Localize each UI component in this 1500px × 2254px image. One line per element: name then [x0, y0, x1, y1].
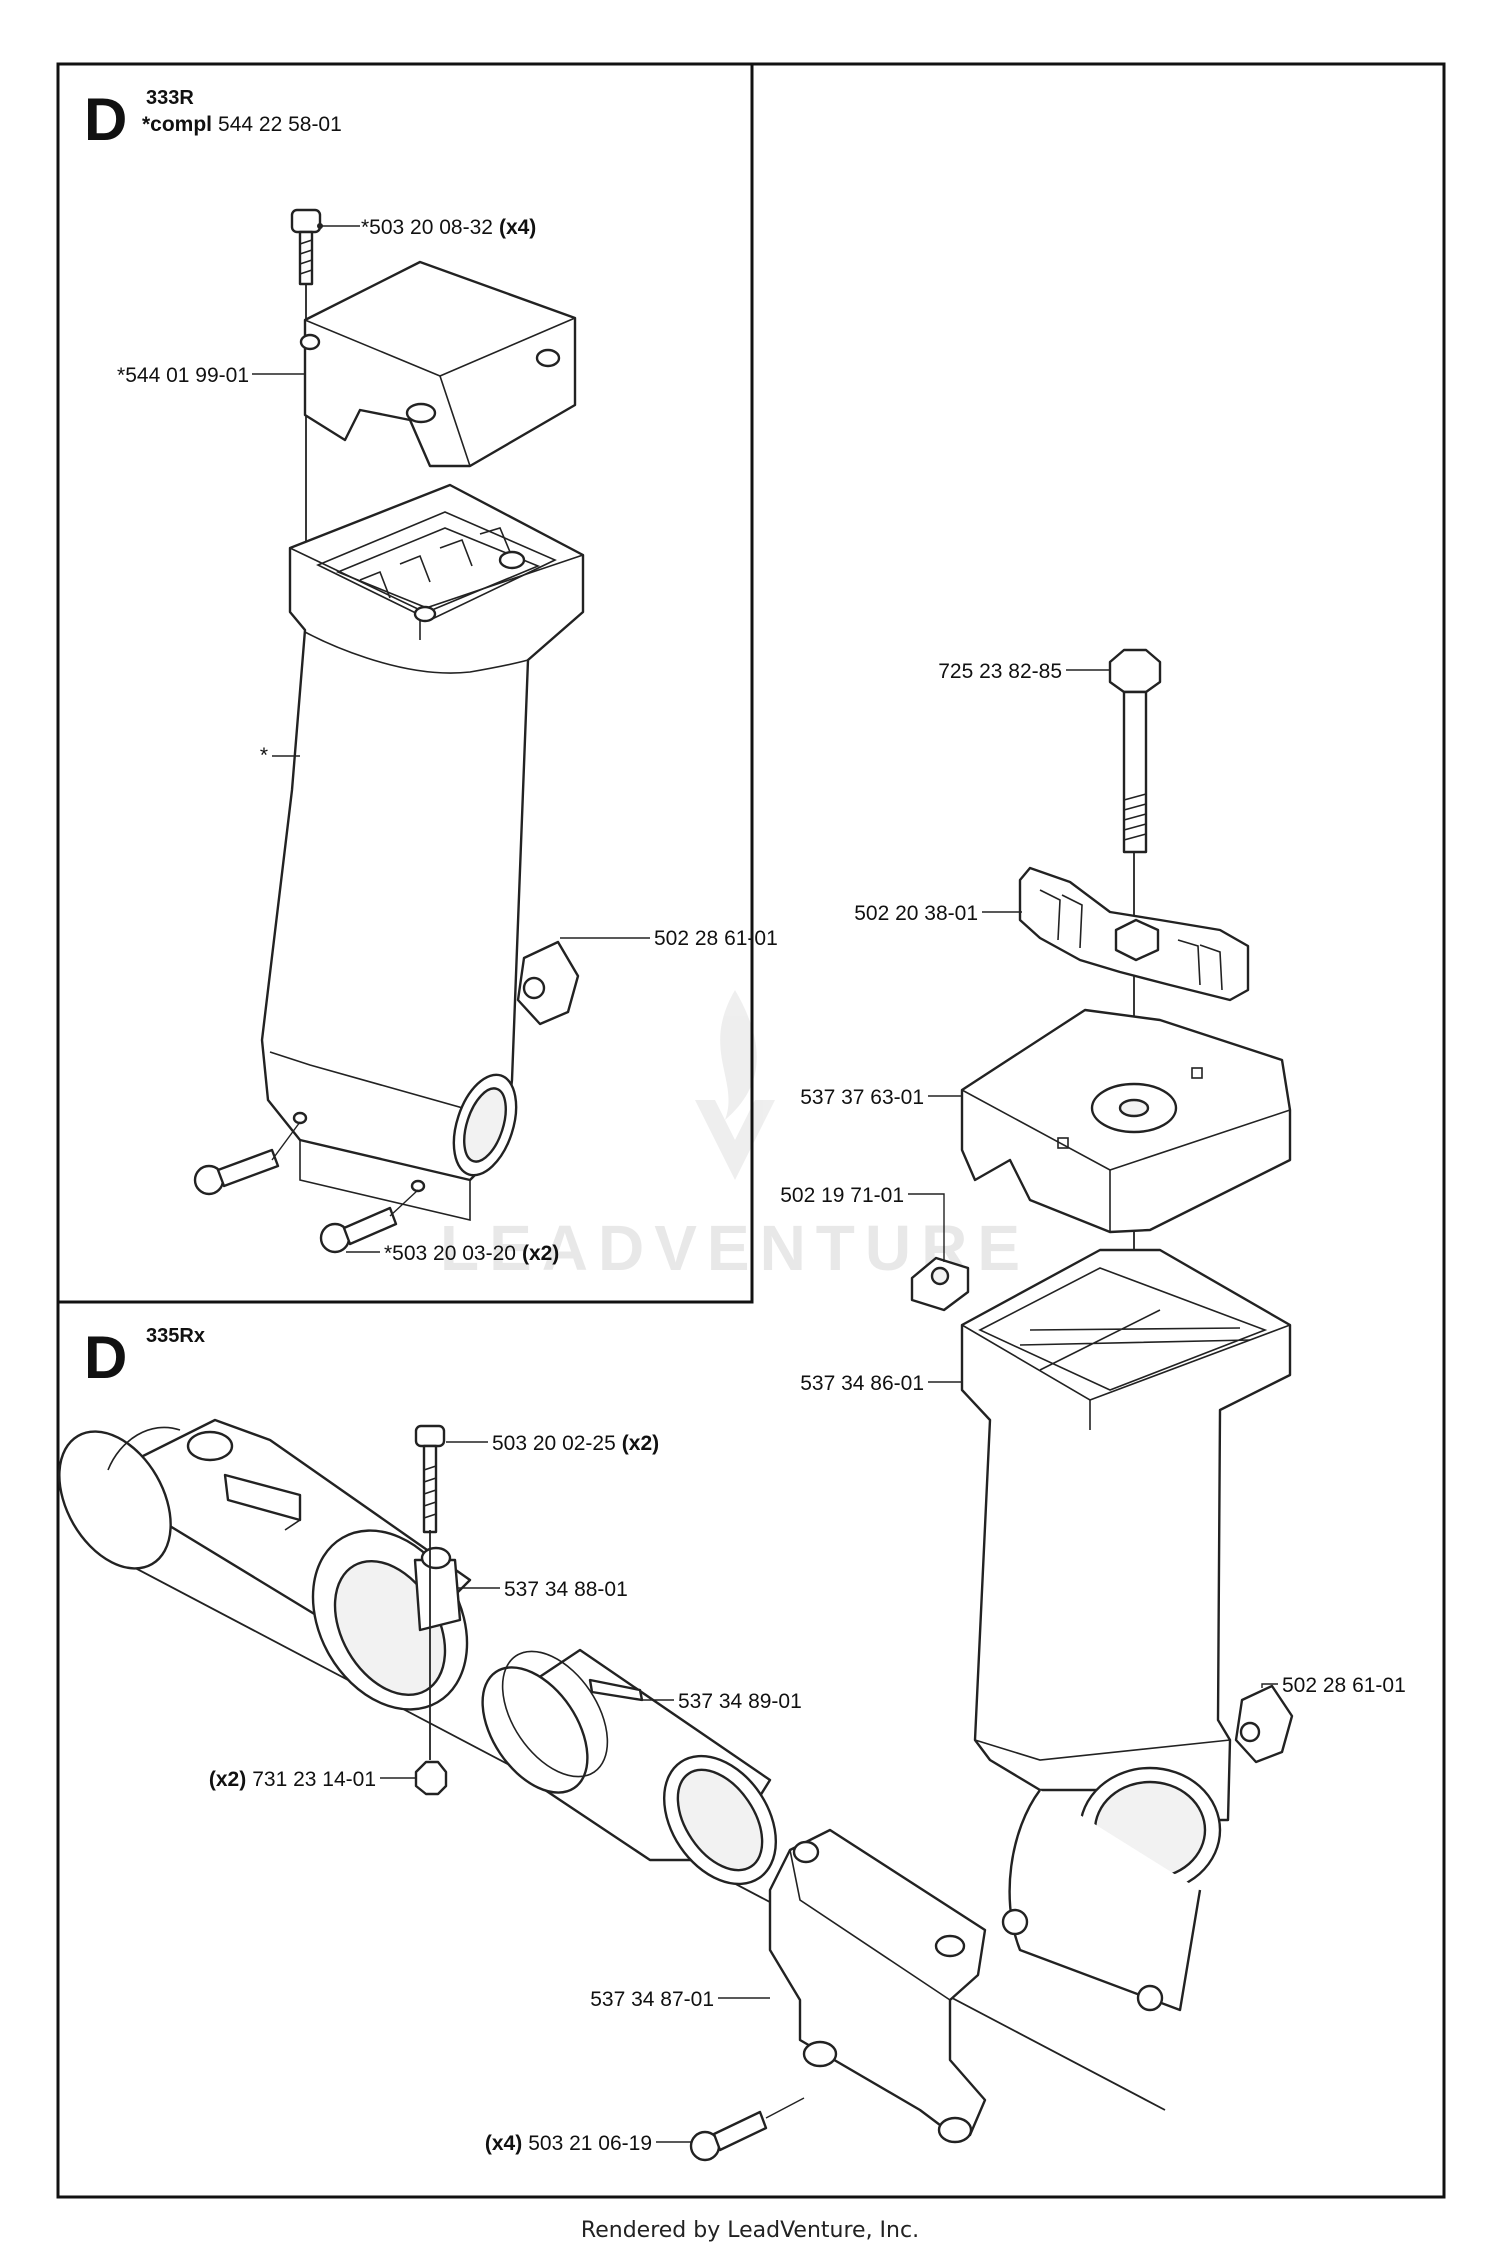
- bolt-icon: [193, 1148, 280, 1196]
- hex-nut-icon: [414, 1760, 448, 1796]
- callout-lower-clamp: 537 34 87-01: [590, 1988, 714, 2011]
- part-qty: (x2): [622, 1432, 659, 1455]
- bolt-icon: [319, 1206, 398, 1254]
- section-333-frame: [58, 64, 754, 1304]
- callout-bolt-long: 725 23 82-85: [938, 660, 1062, 683]
- callout-throttle-clip-335: 502 28 61-01: [1282, 1674, 1406, 1697]
- compl-number: 544 22 58-01: [218, 113, 342, 136]
- section-letter: D: [84, 86, 127, 153]
- square-nut-icon: [910, 1256, 970, 1312]
- callout-bolts-lower: (x4) 503 21 06-19: [485, 2132, 652, 2155]
- part-qty: (x4): [485, 2132, 522, 2155]
- shaft-assembly-335: [58, 1418, 1166, 2162]
- callout-hex-nut: (x2) 731 23 14-01: [209, 1768, 376, 1791]
- callout-bolt-top-333: *503 20 08-32 (x4): [361, 216, 536, 239]
- part-number: *503 20 08-32: [361, 216, 493, 239]
- part-number: *503 20 03-20: [384, 1242, 516, 1265]
- callout-square-nut: 502 19 71-01: [780, 1184, 904, 1207]
- section-model: 333R: [146, 87, 194, 109]
- watermark: LEADVENTURE: [440, 990, 1020, 1284]
- throttle-clip-icon: [516, 940, 580, 1026]
- handle-body-335: [960, 1248, 1292, 2012]
- callout-clamp-cover-335: 537 37 63-01: [800, 1086, 924, 1109]
- clamp-cover-335: [960, 1008, 1292, 1234]
- section-model: 335Rx: [146, 1325, 205, 1347]
- callout-clamp-cover-333: *544 01 99-01: [117, 364, 249, 387]
- clamp-cover-333: [299, 260, 577, 468]
- callout-bolts-bottom-333: *503 20 03-20 (x2): [384, 1242, 559, 1265]
- footer-credit: Rendered by LeadVenture, Inc.: [580, 2218, 920, 2243]
- callout-handle-333: *: [260, 744, 268, 767]
- handle-assembly-333: [193, 208, 585, 1254]
- section-letter: D: [84, 1324, 127, 1391]
- part-qty: (x2): [209, 1768, 246, 1791]
- part-qty: (x2): [522, 1242, 559, 1265]
- callout-screw-ring: 503 20 02-25 (x2): [492, 1432, 659, 1455]
- section-compl: *compl 544 22 58-01: [142, 113, 342, 136]
- part-number: 503 21 06-19: [528, 2132, 652, 2155]
- right-stack: [910, 648, 1294, 2012]
- sleeve-icon: [481, 1648, 778, 1886]
- callout-sleeve: 537 34 89-01: [678, 1690, 802, 1713]
- lower-clamp-icon: [768, 1828, 987, 2144]
- part-qty: (x4): [499, 216, 536, 239]
- tube-clamp-335: [58, 1418, 472, 1711]
- callout-throttle-clip-333: 502 28 61-01: [654, 927, 778, 950]
- screw-icon: [414, 1424, 446, 1534]
- section-header-335: D 335Rx: [84, 1324, 205, 1391]
- wing-nut-icon: [1018, 866, 1250, 1002]
- compl-prefix: *compl: [142, 113, 212, 136]
- section-header-333: D 333R *compl 544 22 58-01: [84, 86, 342, 153]
- callout-clamp-ring: 537 34 88-01: [504, 1578, 628, 1601]
- part-number: 731 23 14-01: [252, 1768, 376, 1791]
- callout-wing-nut: 502 20 38-01: [854, 902, 978, 925]
- throttle-clip-icon: [1234, 1684, 1294, 1764]
- handle-body-333: [260, 483, 585, 1222]
- bolt-icon: [1108, 648, 1162, 854]
- bolt-icon: [290, 208, 322, 286]
- callout-handle-335: 537 34 86-01: [800, 1372, 924, 1395]
- bolt-icon: [689, 2110, 768, 2162]
- part-number: 503 20 02-25: [492, 1432, 616, 1455]
